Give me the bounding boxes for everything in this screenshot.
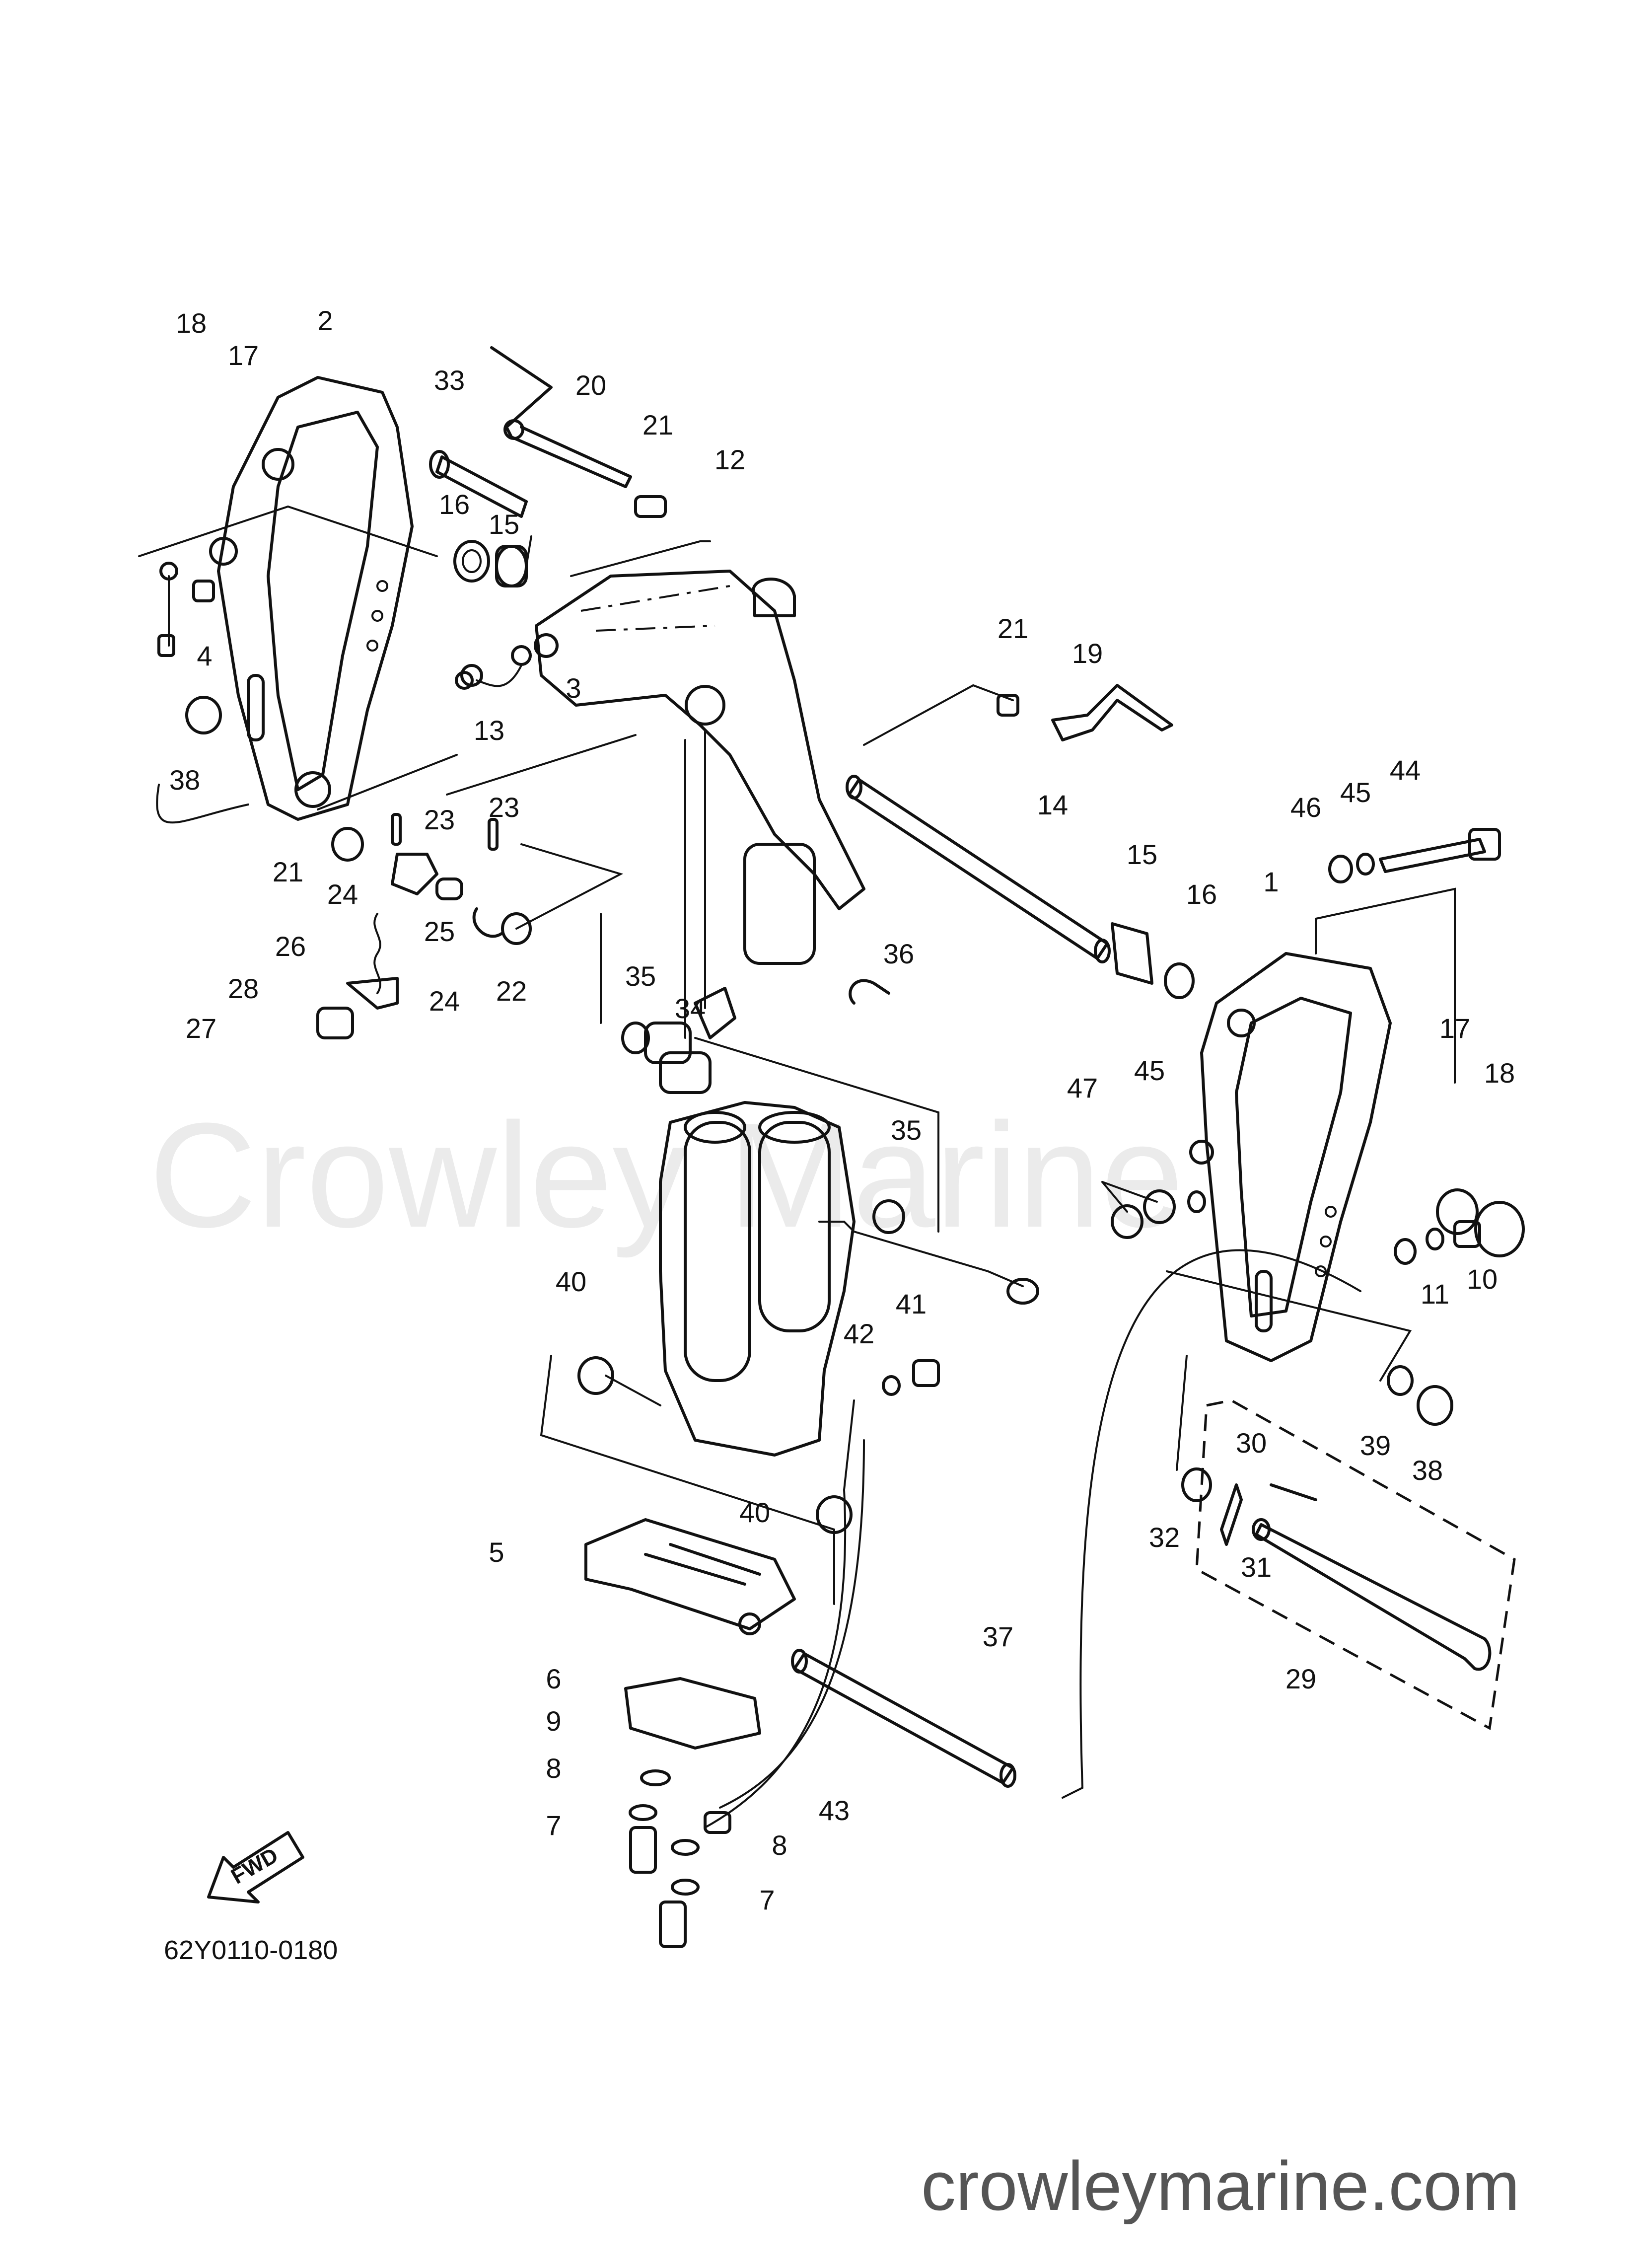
watermark-text: Crowley Marine [149,1092,1184,1259]
callout-38a: 38 [169,764,200,796]
callout-labels: 1 2 3 4 5 6 7 7 8 8 9 10 11 12 13 14 15 … [169,305,1515,1915]
lower-mount-6 [624,1677,761,1750]
callout-1: 1 [1263,866,1279,897]
tilt-rod-29 [1252,1518,1492,1671]
callout-18b: 18 [1484,1057,1515,1089]
callout-11: 11 [1421,1278,1449,1310]
callout-31: 31 [1241,1551,1272,1583]
callout-41: 41 [896,1288,927,1319]
callout-18a: 18 [176,307,207,339]
parts-30-31-32 [1181,1467,1317,1546]
callout-29: 29 [1285,1663,1316,1694]
callout-21b: 21 [998,613,1028,644]
nuts-47-washer-45b [1111,1189,1206,1239]
callout-21a: 21 [643,409,673,440]
callout-40a: 40 [556,1266,586,1297]
manual-valve-lever-20 [490,346,632,488]
power-trim-tilt-unit [659,987,1039,1457]
callout-7b: 7 [759,1884,775,1915]
callout-14: 14 [1037,789,1068,820]
callout-43: 43 [819,1795,850,1826]
callout-30: 30 [1236,1427,1267,1459]
lower-mount-bracket-5 [584,1518,796,1635]
callout-15b: 15 [1127,839,1157,870]
callout-35b: 35 [891,1114,922,1146]
callout-38b: 38 [1412,1455,1443,1486]
callout-13: 13 [474,715,504,746]
callout-2: 2 [317,305,333,336]
callout-45b: 45 [1134,1055,1165,1086]
bolt-41-washer-42 [882,1359,940,1396]
callout-12: 12 [714,444,745,475]
website-text: crowleymarine.com [921,2147,1520,2225]
callout-9: 9 [546,1705,561,1737]
callout-8a: 8 [546,1753,561,1784]
callout-44: 44 [1390,754,1421,786]
wire-43 [704,1399,865,1834]
right-clamp-bracket [1189,952,1392,1362]
bush-15a-washer-16a [453,540,528,587]
fwd-label: FWD [227,1843,282,1889]
bolt-10-washer-11 [1394,1220,1481,1265]
callout-19: 19 [1072,638,1103,669]
callout-21c: 21 [273,856,303,887]
bushings-34-35 [621,1022,905,1234]
diagram-code: 62Y0110-0180 [164,1935,338,1965]
callout-45a: 45 [1340,777,1371,808]
callout-40b: 40 [739,1497,770,1528]
callout-7a: 7 [546,1810,561,1841]
callout-24a: 24 [327,878,358,910]
callout-36: 36 [883,938,914,969]
callout-26: 26 [275,931,306,962]
nut-38b-washer-39 [1387,1365,1453,1426]
left-clamp-bracket [156,376,414,824]
fwd-arrow-icon: FWD [207,1831,304,1903]
callout-46: 46 [1290,792,1321,823]
callout-22: 22 [496,975,527,1007]
group-29-boundary [1195,1399,1516,1730]
callout-28: 28 [228,973,259,1004]
callout-23b: 23 [489,792,519,823]
callout-3: 3 [566,672,581,704]
bush-15b-washer-16b [1111,922,1195,999]
callout-10: 10 [1467,1263,1498,1295]
callout-23a: 23 [424,804,455,835]
callout-16a: 16 [439,489,470,520]
callout-5: 5 [489,1536,504,1568]
callout-25: 25 [424,916,455,947]
swivel-bracket [534,570,865,1039]
left-small-parts [157,562,532,1039]
leader-lines [138,505,1456,1799]
callout-8b: 8 [772,1829,787,1861]
callout-15a: 15 [489,509,519,540]
callout-16b: 16 [1186,878,1217,910]
callout-4: 4 [197,640,212,671]
callout-42: 42 [844,1318,874,1349]
lever-19 [997,684,1173,741]
callout-33: 33 [434,365,465,396]
callout-17b: 17 [1439,1013,1470,1044]
callout-34: 34 [675,993,706,1024]
callout-39: 39 [1360,1430,1391,1461]
callout-20: 20 [575,369,606,401]
callout-37: 37 [983,1621,1013,1652]
callout-17a: 17 [228,340,259,371]
callout-32: 32 [1149,1522,1180,1553]
callout-47: 47 [1067,1072,1098,1103]
bolt-21a [634,495,667,518]
clip-36 [849,979,890,1005]
bolt-44-washers [1328,828,1501,883]
callout-6: 6 [546,1663,561,1694]
callout-24b: 24 [429,985,460,1017]
bolts-7-washers-8-9 [629,1769,700,1948]
tilt-shaft-14 [846,775,1111,963]
nuts-17b-18b [1436,1188,1525,1257]
tilt-pin-33 [429,450,528,518]
callout-27: 27 [186,1013,216,1044]
shaft-37 [791,1649,1016,1788]
callout-35a: 35 [625,960,656,992]
